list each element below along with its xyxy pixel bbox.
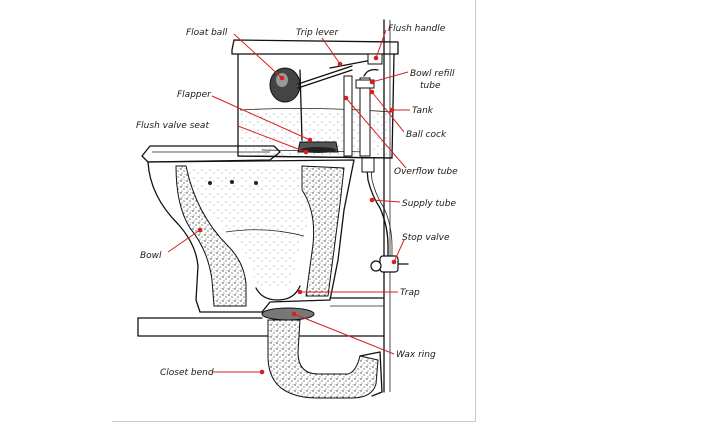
tank xyxy=(231,39,399,159)
ball-cock xyxy=(355,68,379,157)
wax-ring xyxy=(261,307,315,321)
label-trip-lever: Trip lever xyxy=(296,28,339,38)
closet-bend xyxy=(267,319,383,399)
label-tank: Tank xyxy=(412,106,434,116)
wall-floor xyxy=(137,19,391,393)
label-bowl: Bowl xyxy=(140,251,162,261)
overflow-tube xyxy=(343,75,353,157)
label-supply-tube: Supply tube xyxy=(402,199,456,209)
supply-tube xyxy=(361,157,393,259)
leaders xyxy=(167,29,410,375)
label-closet-bend: Closet bend xyxy=(160,368,214,378)
float-ball xyxy=(269,65,353,103)
label-flush-handle: Flush handle xyxy=(388,24,446,34)
label-bowl-refill-tube-1: Bowl refill xyxy=(410,69,455,79)
bowl xyxy=(147,159,355,313)
label-ball-cock: Ball cock xyxy=(406,130,447,140)
label-bowl-refill-tube-2: tube xyxy=(420,81,441,91)
label-flush-valve-seat: Flush valve seat xyxy=(136,121,209,131)
label-flapper: Flapper xyxy=(177,90,212,100)
labels: Float ball Trip lever Flush handle Bowl … xyxy=(136,24,458,378)
label-trap: Trap xyxy=(400,288,420,298)
label-float-ball: Float ball xyxy=(186,28,228,38)
label-wax-ring: Wax ring xyxy=(396,350,436,360)
label-overflow-tube: Overflow tube xyxy=(394,167,458,177)
label-stop-valve: Stop valve xyxy=(402,233,450,243)
stop-valve xyxy=(370,255,409,273)
